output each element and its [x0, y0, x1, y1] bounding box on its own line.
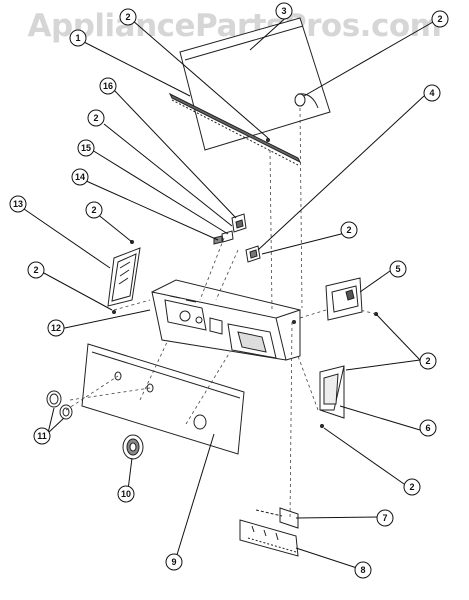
callout-8: 8 — [354, 561, 372, 579]
svg-text:5: 5 — [395, 264, 400, 274]
part-control-console — [151, 279, 301, 361]
svg-text:15: 15 — [81, 143, 91, 153]
callout-2: 2 — [87, 109, 105, 127]
callout-3: 3 — [275, 2, 293, 20]
svg-text:16: 16 — [103, 81, 113, 91]
svg-text:8: 8 — [360, 565, 365, 575]
callout-14: 14 — [71, 168, 89, 186]
svg-text:6: 6 — [425, 423, 430, 433]
svg-text:2: 2 — [437, 14, 442, 24]
svg-text:2: 2 — [409, 482, 414, 492]
callout-6: 6 — [419, 419, 437, 437]
callout-9: 9 — [165, 553, 183, 571]
part-knobs — [46, 390, 73, 420]
part-strip — [168, 92, 302, 166]
svg-text:12: 12 — [51, 323, 61, 333]
svg-text:2: 2 — [93, 113, 98, 123]
callout-2: 2 — [403, 478, 421, 496]
svg-text:7: 7 — [382, 513, 387, 523]
callout-1: 1 — [69, 29, 87, 47]
svg-text:2: 2 — [33, 265, 38, 275]
svg-text:2: 2 — [425, 356, 430, 366]
callout-2: 2 — [419, 352, 437, 370]
callout-2: 2 — [340, 221, 358, 239]
callout-2: 2 — [27, 261, 45, 279]
part-timer-bracket — [325, 277, 363, 321]
svg-text:3: 3 — [281, 6, 286, 16]
part-small-switch — [245, 245, 261, 263]
svg-text:13: 13 — [13, 199, 23, 209]
svg-text:4: 4 — [429, 88, 434, 98]
callout-13: 13 — [9, 195, 27, 213]
part-left-end-cap — [107, 247, 141, 307]
callout-16: 16 — [99, 77, 117, 95]
part-screws — [112, 138, 378, 428]
alignment-lines — [65, 107, 377, 521]
callout-12: 12 — [47, 319, 65, 337]
svg-text:11: 11 — [37, 431, 47, 441]
part-right-end-cap — [319, 365, 345, 419]
callout-2: 2 — [119, 8, 137, 26]
leader-lines — [23, 13, 434, 569]
callout-15: 15 — [77, 139, 95, 157]
svg-text:9: 9 — [171, 557, 176, 567]
part-large-knob — [122, 434, 144, 460]
callout-7: 7 — [376, 509, 394, 527]
svg-text:2: 2 — [91, 205, 96, 215]
callout-11: 11 — [33, 427, 51, 445]
callout-2: 2 — [431, 10, 449, 28]
part-switch-cluster — [213, 213, 247, 245]
svg-text:10: 10 — [121, 489, 131, 499]
callout-4: 4 — [423, 84, 441, 102]
callout-5: 5 — [389, 260, 407, 278]
part-base-assembly — [239, 507, 299, 557]
callout-bubbles: 1 2 3 2 16 4 2 15 14 13 2 2 — [9, 2, 449, 579]
callout-2: 2 — [85, 201, 103, 219]
svg-text:14: 14 — [75, 172, 85, 182]
part-top-cover — [179, 17, 331, 151]
callout-10: 10 — [117, 485, 135, 503]
svg-text:2: 2 — [346, 225, 351, 235]
svg-text:2: 2 — [125, 12, 130, 22]
part-front-panel — [81, 343, 245, 455]
svg-text:1: 1 — [75, 33, 80, 43]
